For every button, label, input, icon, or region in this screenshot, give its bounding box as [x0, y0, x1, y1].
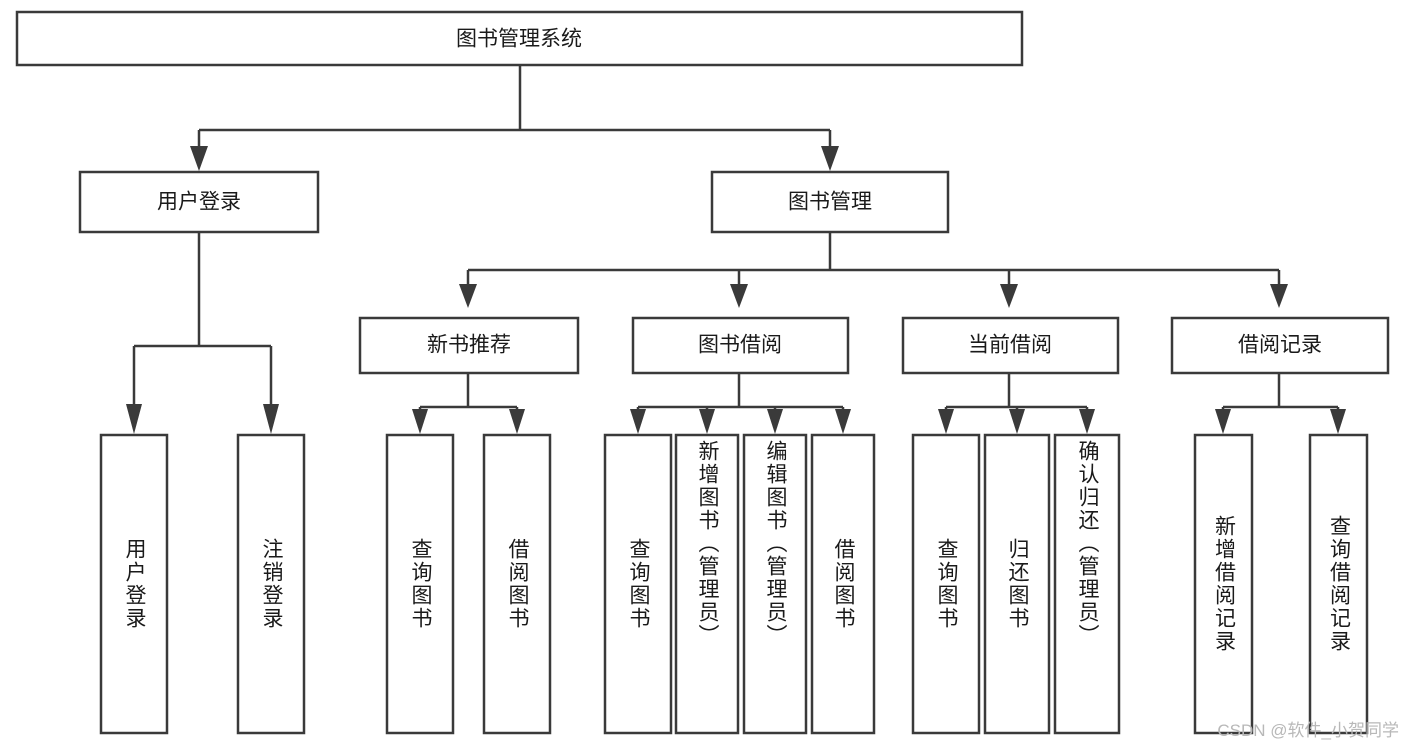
arrow-head-leaf-return-book: [1009, 409, 1025, 434]
node-borrow-record-box[interactable]: [1170, 316, 1390, 375]
connector-group-book-management: [459, 232, 1288, 308]
node-root-label: 图书管理系统: [456, 28, 582, 51]
arrow-head-user-login: [190, 146, 208, 171]
node-borrow-record-label: 借阅记录: [1238, 334, 1322, 357]
leaf-box-user-logout[interactable]: [236, 433, 306, 735]
arrow-head-borrow-record: [1270, 284, 1288, 308]
connector-group-user-login: [126, 232, 279, 434]
arrow-head-leaf-borrow-book-2: [835, 409, 851, 434]
arrow-head-leaf-add-record: [1215, 409, 1231, 434]
leaf-boxes-group: [99, 433, 1369, 735]
node-new-book-recommend-label: 新书推荐: [427, 334, 511, 357]
node-new-book-recommend-box[interactable]: [358, 316, 580, 375]
arrow-head-book-management: [821, 146, 839, 171]
connector-group-root: [190, 65, 839, 171]
arrow-head-leaf-query-book-2: [630, 409, 646, 434]
leaf-box-query-book-3[interactable]: [911, 433, 981, 735]
leaf-box-borrow-book-2[interactable]: [810, 433, 876, 735]
node-book-borrow[interactable]: 图书借阅: [631, 316, 850, 375]
connector-group-current-borrow: [938, 373, 1095, 434]
arrow-head-leaf-user-logout: [263, 404, 279, 434]
arrow-head-leaf-confirm-return: [1079, 409, 1095, 434]
leaf-box-query-record[interactable]: [1308, 433, 1369, 735]
node-new-book-recommend[interactable]: 新书推荐: [358, 316, 580, 375]
node-current-borrow-box[interactable]: [901, 316, 1120, 375]
node-root[interactable]: 图书管理系统: [15, 10, 1024, 67]
connector-group-borrow-record: [1215, 373, 1346, 434]
node-book-borrow-label: 图书借阅: [698, 334, 782, 357]
leaf-box-return-book[interactable]: [983, 433, 1051, 735]
node-root-box[interactable]: [15, 10, 1024, 67]
node-current-borrow[interactable]: 当前借阅: [901, 316, 1120, 375]
node-borrow-record[interactable]: 借阅记录: [1170, 316, 1390, 375]
node-book-management[interactable]: 图书管理: [710, 170, 950, 234]
node-book-borrow-box[interactable]: [631, 316, 850, 375]
node-user-login[interactable]: 用户登录: [78, 170, 320, 234]
arrow-head-leaf-query-book-1: [412, 409, 428, 434]
connector-group-book-borrow: [630, 373, 851, 434]
node-user-login-box[interactable]: [78, 170, 320, 234]
node-user-login-label: 用户登录: [157, 191, 241, 214]
arrow-head-leaf-query-record: [1330, 409, 1346, 434]
leaf-box-query-book-1[interactable]: [385, 433, 455, 735]
arrow-head-new-book-recommend: [459, 284, 477, 308]
arrow-head-leaf-add-book: [699, 409, 715, 434]
connector-group-new-book-recommend: [412, 373, 525, 434]
arrow-head-current-borrow: [1000, 284, 1018, 308]
leaf-box-user-login[interactable]: [99, 433, 169, 735]
arrow-head-leaf-edit-book: [767, 409, 783, 434]
leaf-box-add-record[interactable]: [1193, 433, 1254, 735]
arrow-head-leaf-query-book-3: [938, 409, 954, 434]
node-current-borrow-label: 当前借阅: [968, 334, 1052, 357]
leaf-box-edit-book[interactable]: [742, 433, 808, 735]
node-book-management-label: 图书管理: [788, 191, 872, 214]
leaf-box-query-book-2[interactable]: [603, 433, 673, 735]
leaf-box-confirm-return[interactable]: [1053, 433, 1121, 735]
leaf-box-add-book[interactable]: [674, 433, 740, 735]
leaf-box-borrow-book-1[interactable]: [482, 433, 552, 735]
arrow-head-leaf-user-login: [126, 404, 142, 434]
node-book-management-box[interactable]: [710, 170, 950, 234]
arrow-head-leaf-borrow-book-1: [509, 409, 525, 434]
arrow-head-book-borrow: [730, 284, 748, 308]
csdn-watermark: CSDN @软件_小贺同学: [1217, 721, 1399, 740]
